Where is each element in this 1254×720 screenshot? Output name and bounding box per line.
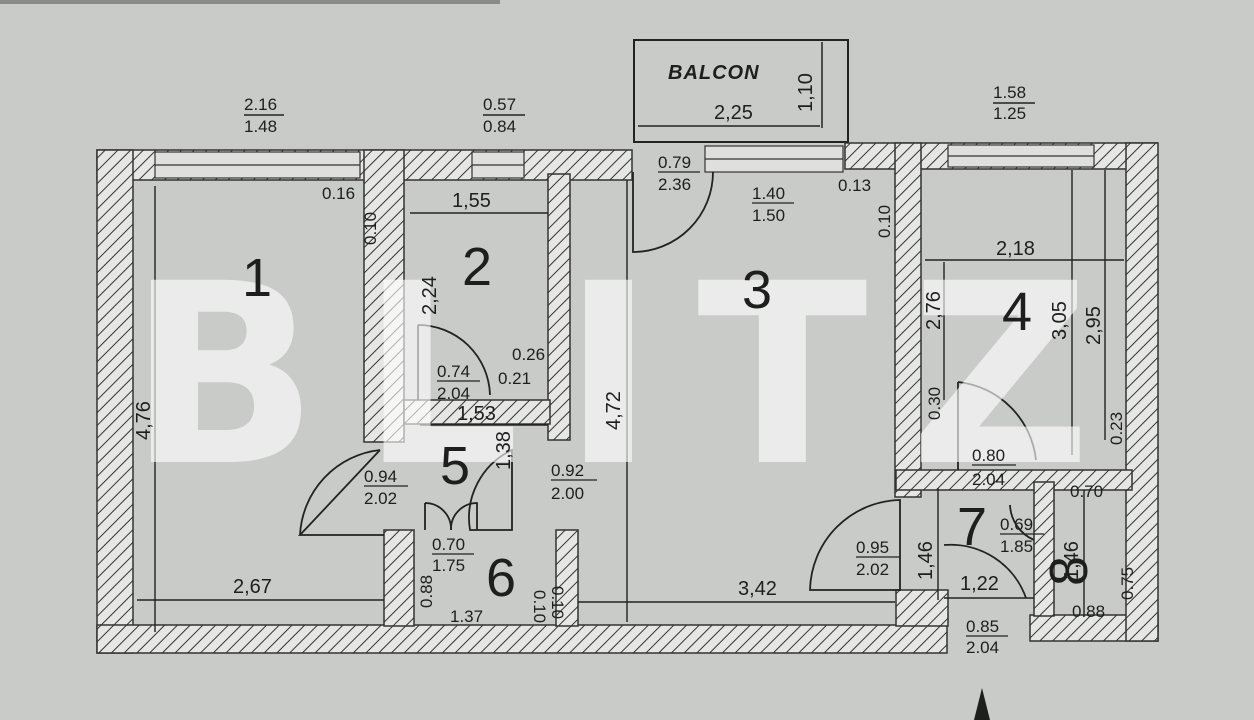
- room7-door-dim: 0.95 2.02: [856, 538, 900, 579]
- room4-door-dim: 0.80 2.04: [972, 446, 1016, 489]
- room-5-number: 5: [440, 436, 470, 496]
- room1-window-width: 2.16: [244, 95, 277, 114]
- room2-window-width: 0.57: [483, 95, 516, 114]
- entrance-height: 2.04: [966, 638, 999, 657]
- wall-windows: [154, 144, 1095, 179]
- opening-dimensions: 0.79 2.36 1.40 1.50 0.74 2.04 0.94 2.02 …: [364, 153, 1044, 657]
- room3-door-width: 0.92: [551, 461, 584, 480]
- room8-offset-c: 0.88: [1072, 602, 1105, 621]
- room4-offset-a: 0.30: [925, 387, 944, 420]
- room2-offset-b: 0.21: [498, 369, 531, 388]
- balcony-label: BALCON: [668, 62, 760, 84]
- watermark: BLITZ: [128, 230, 1133, 521]
- room5-length: 1,38: [493, 431, 515, 470]
- room-1-number: 1: [242, 248, 272, 308]
- room2-door-dim: 0.74 2.04: [437, 362, 480, 403]
- balcony-width: 2,25: [714, 102, 753, 124]
- room3-length: 4,72: [603, 391, 625, 430]
- balcony-door-dim: 0.79 2.36: [658, 153, 700, 194]
- room8-door-height: 1.85: [1000, 537, 1033, 556]
- room7-door-width: 0.95: [856, 538, 889, 557]
- room4-length-c: 2,95: [1083, 306, 1105, 345]
- room2-length: 2,24: [419, 276, 441, 315]
- room4-door-width: 0.80: [972, 446, 1005, 465]
- room6-door-dim: 0.70 1.75: [432, 535, 474, 575]
- room4-offset-b: 0.23: [1107, 412, 1126, 445]
- room8-length: 1,46: [1061, 541, 1083, 580]
- entrance-dim: 0.85 2.04: [966, 617, 1008, 657]
- room1-offset-a: 0.16: [322, 184, 355, 203]
- room3-window-height: 1.50: [752, 206, 785, 225]
- room3-offset-b: 0.10: [875, 205, 894, 238]
- room1-window-height: 1.48: [244, 117, 277, 136]
- room-4-number: 4: [1002, 282, 1032, 342]
- room8-door-dim: 0.69 1.85: [1000, 515, 1044, 556]
- cropped-header-text: [0, 0, 500, 4]
- room-3-number: 3: [742, 260, 772, 320]
- room6-door-width: 0.70: [432, 535, 465, 554]
- room-6-number: 6: [486, 548, 516, 608]
- room8-offset-a: 0.70: [1070, 482, 1103, 501]
- room7-width: 1,22: [960, 573, 999, 595]
- room3-window-dim: 1.40 1.50: [752, 184, 794, 225]
- room1-length: 4,76: [133, 401, 155, 440]
- room-numbers: 1 2 3 4 5 6 7 8: [242, 237, 1099, 608]
- room2-window-height: 0.84: [483, 117, 516, 136]
- room1-door-dim: 0.94 2.02: [364, 467, 408, 508]
- room4-door-height: 2.04: [972, 470, 1005, 489]
- room6-length: 0.88: [417, 575, 436, 608]
- balcony: BALCON 2,25 1,10: [633, 39, 849, 143]
- room3-width: 3,42: [738, 578, 777, 600]
- room3-door-height: 2.00: [551, 484, 584, 503]
- entrance-width: 0.85: [966, 617, 999, 636]
- window-dimensions: 2.16 1.48 0.57 0.84 1.58 1.25: [244, 83, 1035, 136]
- room6-offset-a: 0.10: [548, 586, 567, 619]
- room8-offset-b: 0.75: [1118, 567, 1137, 600]
- room1-door-height: 2.02: [364, 489, 397, 508]
- balcony-door-width: 0.79: [658, 153, 691, 172]
- room5-width: 1,53: [457, 403, 496, 425]
- room1-width: 2,67: [233, 576, 272, 598]
- room8-door-width: 0.69: [1000, 515, 1033, 534]
- room2-door-width: 0.74: [437, 362, 470, 381]
- room-2-number: 2: [462, 237, 492, 297]
- room2-width: 1,55: [452, 190, 491, 212]
- door-swings: [297, 171, 1037, 599]
- room6-width: 1.37: [450, 607, 483, 626]
- room1-offset-b: 0.10: [361, 212, 380, 245]
- room1-door-width: 0.94: [364, 467, 397, 486]
- dimension-lines: [137, 170, 1124, 632]
- room7-door-height: 2.02: [856, 560, 889, 579]
- room-7-number: 7: [957, 497, 987, 557]
- room-dimensions: 4,76 2,67 0.16 0.10 1,55 2,24 0.26 0.21 …: [133, 176, 1137, 626]
- balcony-door-height: 2.36: [658, 175, 691, 194]
- room4-window-height: 1.25: [993, 104, 1026, 123]
- room6-offset-b: 0.10: [530, 590, 549, 623]
- room4-length-b: 3,05: [1049, 301, 1071, 340]
- room4-length-a: 2,76: [923, 291, 945, 330]
- balcony-depth: 1,10: [795, 73, 817, 112]
- room2-offset-a: 0.26: [512, 345, 545, 364]
- room3-door-dim: 0.92 2.00: [551, 461, 597, 503]
- room-8-number: 8: [1039, 556, 1099, 586]
- interior-walls: [363, 142, 1133, 627]
- room4-width: 2,18: [996, 238, 1035, 260]
- room2-door-height: 2.04: [437, 384, 470, 403]
- room3-offset-a: 0.13: [838, 176, 871, 195]
- room7-length: 1,46: [915, 541, 937, 580]
- entrance-arrow-icon: [974, 688, 990, 720]
- room3-window-width: 1.40: [752, 184, 785, 203]
- room4-window-width: 1.58: [993, 83, 1026, 102]
- room6-door-height: 1.75: [432, 556, 465, 575]
